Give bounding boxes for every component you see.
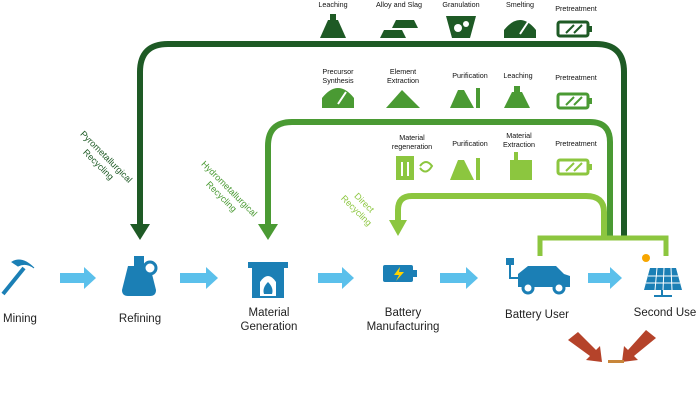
solar-panel-icon [642, 254, 682, 297]
hydro-loop-line [265, 119, 613, 238]
flow-arrow [588, 267, 622, 289]
direct-loop-line [395, 193, 607, 238]
stage-label-battery-manufacturing: Battery Manufacturing [366, 307, 440, 333]
stage-label-second-use: Second Use [633, 307, 697, 319]
hydro-step-label: Purification [452, 71, 488, 80]
direct-step-label: Pretreatment [555, 139, 597, 148]
pyro-step-label: Pretreatment [555, 4, 597, 13]
pyro-step-label: Granulation [442, 0, 480, 9]
pyro-loop-line [137, 41, 627, 238]
stage-label-material-generation: Material Generation [240, 307, 298, 333]
direct-step-label: Material Extraction [503, 131, 535, 149]
hydro-arrowhead [258, 224, 278, 240]
pickaxe-icon [1, 259, 35, 296]
hydro-step-label: Pretreatment [555, 73, 597, 82]
pretreatment-battery-icon [556, 20, 592, 38]
pyro-step-label: Leaching [318, 0, 348, 9]
stage-label-refining: Refining [118, 313, 162, 325]
leaching-flask-icon [320, 14, 346, 38]
material-extraction-icon [510, 152, 532, 180]
flow-arrows [60, 267, 622, 289]
end-mark [608, 360, 624, 363]
flow-arrow [180, 267, 218, 289]
electric-car-icon [506, 258, 570, 295]
flask-gear-icon [122, 256, 158, 296]
stage-label-mining: Mining [3, 313, 37, 325]
alloy-slag-icon [380, 20, 418, 38]
direct-step-label: Purification [452, 139, 488, 148]
direct-arrowhead [389, 220, 407, 236]
end-arrow-left [568, 332, 602, 362]
pyro-step-label: Alloy and Slag [376, 0, 422, 9]
precursor-synthesis-icon [322, 88, 354, 108]
return-bracket [537, 235, 669, 256]
flow-arrow [60, 267, 96, 289]
direct-purification-icon [450, 158, 480, 180]
direct-step-label: Material regeneration [391, 133, 433, 151]
smelting-gauge-icon [504, 20, 536, 38]
element-extraction-icon [386, 90, 420, 108]
flow-arrow [318, 267, 354, 289]
hydro-leaching-icon [504, 86, 530, 108]
end-of-life-arrows [568, 330, 656, 363]
end-arrow-right [622, 330, 656, 362]
hydro-step-label: Element Extraction [387, 67, 419, 85]
hydro-step-label: Leaching [503, 71, 533, 80]
purification-icon [450, 88, 480, 108]
hydro-step-label: Precursor Synthesis [322, 67, 354, 85]
hydro-pretreatment-icon [556, 92, 592, 110]
flow-arrow [440, 267, 478, 289]
direct-pretreatment-icon [556, 158, 592, 176]
pyro-step-label: Smelting [506, 0, 534, 9]
stage-label-battery-user: Battery User [505, 309, 569, 321]
granulation-icon [446, 16, 476, 38]
battery-icon [383, 265, 417, 282]
material-regeneration-icon [396, 156, 434, 180]
furnace-icon [248, 262, 288, 298]
pyro-arrowhead [130, 224, 150, 240]
